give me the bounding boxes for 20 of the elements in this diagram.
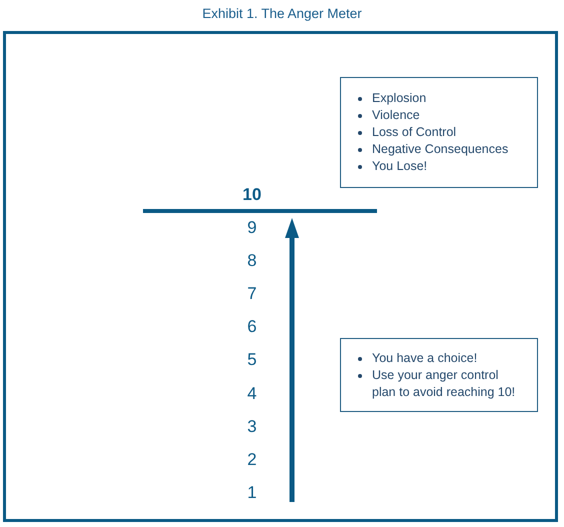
list-item-text: Loss of Control [372, 124, 456, 141]
scale-number: 8 [247, 251, 257, 270]
scale-number: 9 [247, 218, 257, 237]
title: Exhibit 1. The Anger Meter [202, 6, 362, 21]
scale-number: 10 [242, 185, 262, 204]
list-item-text: Negative Consequences [372, 141, 508, 158]
note-box [340, 77, 538, 188]
scale-number: 5 [247, 350, 257, 370]
scale-number: 6 [247, 317, 257, 336]
note-box [340, 338, 538, 412]
list-item-text: Use your anger control plan to avoid reaching 10! [372, 367, 516, 401]
scale-number: 4 [247, 384, 257, 402]
scale-number: 2 [247, 450, 257, 469]
list-item-text: Explosion [372, 90, 426, 107]
scale-number: 1 [247, 482, 257, 502]
scale-number: 7 [247, 284, 257, 304]
list-item-text: Violence [372, 107, 420, 124]
scale-number: 3 [247, 416, 257, 436]
list-item-text: You Lose! [372, 158, 428, 175]
list-item-text: You have a choice! [372, 350, 478, 367]
